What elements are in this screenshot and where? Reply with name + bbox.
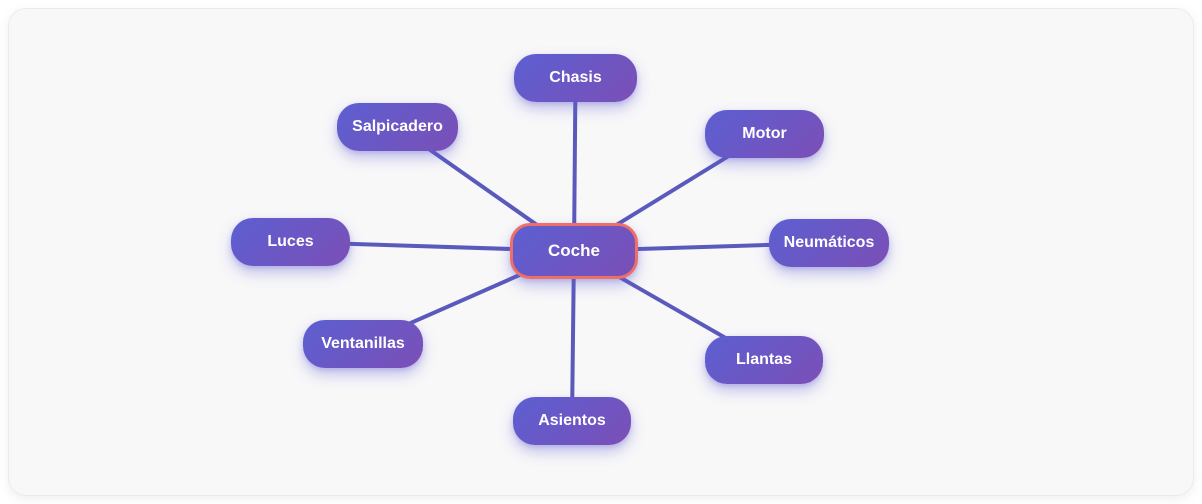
node-chasis-label: Chasis — [549, 69, 602, 86]
node-coche-center[interactable]: Coche — [510, 223, 638, 279]
node-salpicadero-label: Salpicadero — [352, 118, 443, 135]
node-motor-label: Motor — [742, 125, 787, 142]
node-ventanillas[interactable]: Ventanillas — [303, 320, 423, 368]
node-asientos[interactable]: Asientos — [513, 397, 631, 445]
mindmap-canvas: Chasis Salpicadero Motor Luces Neumático… — [8, 8, 1194, 496]
node-salpicadero[interactable]: Salpicadero — [337, 103, 458, 151]
node-coche-label: Coche — [548, 241, 600, 260]
node-neumaticos[interactable]: Neumáticos — [769, 219, 889, 267]
node-asientos-label: Asientos — [538, 412, 606, 429]
node-motor[interactable]: Motor — [705, 110, 824, 158]
node-luces-label: Luces — [267, 233, 314, 250]
node-neumaticos-label: Neumáticos — [783, 234, 875, 251]
node-luces[interactable]: Luces — [231, 218, 350, 266]
node-llantas[interactable]: Llantas — [705, 336, 823, 384]
node-llantas-label: Llantas — [735, 351, 792, 368]
node-ventanillas-label: Ventanillas — [321, 335, 405, 352]
node-chasis[interactable]: Chasis — [514, 54, 637, 102]
